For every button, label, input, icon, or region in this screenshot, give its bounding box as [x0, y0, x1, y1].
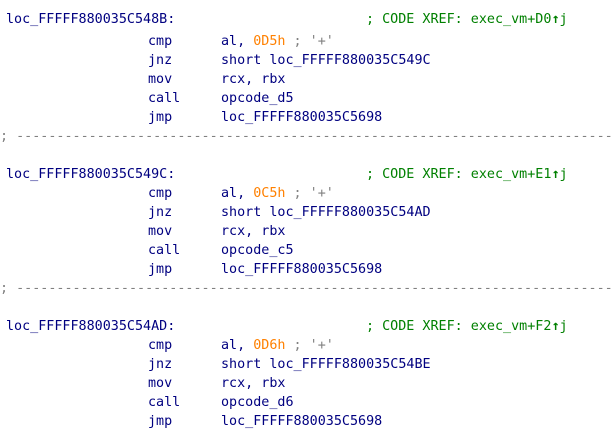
operand-link[interactable]: loc_FFFFF880035C5698	[221, 262, 383, 277]
operand-link[interactable]: opcode_d6	[221, 395, 294, 410]
operands: rcx, rbx	[221, 72, 286, 87]
mnemonic: jnz	[148, 357, 173, 372]
mnemonic: jmp	[148, 262, 173, 277]
xref-text: ; CODE XREF: exec_vm+E1	[366, 167, 552, 182]
mnemonic: call	[148, 91, 181, 106]
operand-link[interactable]: short loc_FFFFF880035C54BE	[221, 357, 431, 372]
operands: al, 0D5h ; '+'	[221, 32, 334, 51]
xref-text: ; CODE XREF: exec_vm+F2	[366, 319, 552, 334]
code-xref[interactable]: ; CODE XREF: exec_vm+F2↑j	[366, 317, 568, 336]
mnemonic: jnz	[148, 53, 173, 68]
separator-line: ; --------------------------------------…	[0, 281, 613, 296]
inline-comment: ; '+'	[285, 186, 334, 201]
operand-link[interactable]: opcode_c5	[221, 243, 294, 258]
up-arrow-icon: ↑	[551, 167, 560, 182]
mnemonic: call	[148, 395, 181, 410]
operand-number: 0D5h	[253, 34, 286, 49]
up-arrow-icon: ↑	[551, 319, 560, 334]
code-label[interactable]: loc_FFFFF880035C54AD:	[6, 319, 176, 334]
code-label[interactable]: loc_FFFFF880035C548B:	[6, 12, 176, 27]
xref-suffix: j	[559, 319, 568, 334]
code-xref[interactable]: ; CODE XREF: exec_vm+E1↑j	[366, 165, 568, 184]
mnemonic: cmp	[148, 186, 173, 201]
operand-text: al,	[221, 34, 254, 49]
separator-line: ; --------------------------------------…	[0, 129, 613, 144]
operand-link[interactable]: short loc_FFFFF880035C549C	[221, 53, 431, 68]
mnemonic: call	[148, 243, 181, 258]
operand-link[interactable]: loc_FFFFF880035C5698	[221, 414, 383, 429]
up-arrow-icon: ↑	[551, 12, 560, 27]
xref-suffix: j	[559, 12, 568, 27]
mnemonic: jnz	[148, 205, 173, 220]
xref-suffix: j	[559, 167, 568, 182]
inline-comment: ; '+'	[285, 338, 334, 353]
mnemonic: cmp	[148, 34, 173, 49]
xref-text: ; CODE XREF: exec_vm+D0	[366, 12, 552, 27]
operands: rcx, rbx	[221, 376, 286, 391]
operand-number: 0C5h	[253, 186, 286, 201]
mnemonic: jmp	[148, 110, 173, 125]
operands: rcx, rbx	[221, 224, 286, 239]
mnemonic: mov	[148, 224, 173, 239]
mnemonic: jmp	[148, 414, 173, 429]
operand-number: 0D6h	[253, 338, 286, 353]
operand-text: al,	[221, 186, 254, 201]
operand-text: al,	[221, 338, 254, 353]
code-label[interactable]: loc_FFFFF880035C549C:	[6, 167, 176, 182]
mnemonic: mov	[148, 72, 173, 87]
inline-comment: ; '+'	[285, 34, 334, 49]
operand-link[interactable]: opcode_d5	[221, 91, 294, 106]
operands: al, 0C5h ; '+'	[221, 184, 334, 203]
operand-link[interactable]: short loc_FFFFF880035C54AD	[221, 205, 431, 220]
mnemonic: mov	[148, 376, 173, 391]
operand-link[interactable]: loc_FFFFF880035C5698	[221, 110, 383, 125]
code-xref[interactable]: ; CODE XREF: exec_vm+D0↑j	[366, 10, 568, 29]
operands: al, 0D6h ; '+'	[221, 336, 334, 355]
mnemonic: cmp	[148, 338, 173, 353]
